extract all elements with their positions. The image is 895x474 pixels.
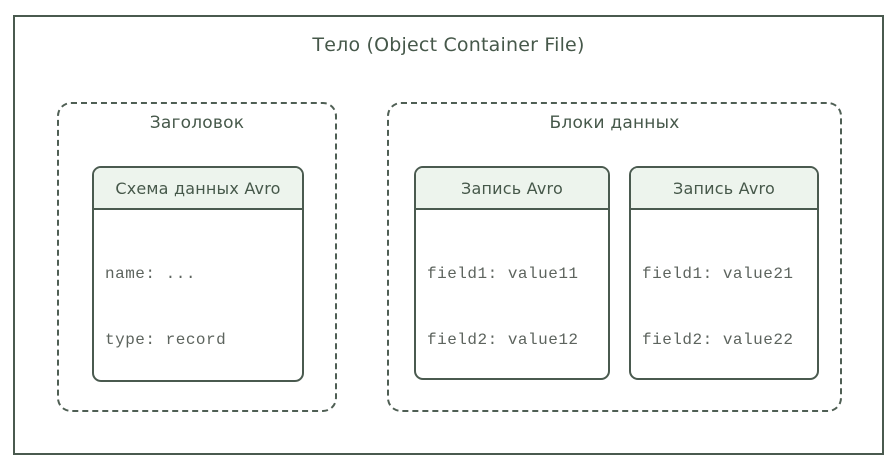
header-group-label: Заголовок [149, 113, 245, 133]
object-container-file-box: Тело (Object Container File) Заголовок С… [13, 15, 884, 455]
avro-record-card-2: Запись Avro field1: value21 field2: valu… [629, 166, 819, 380]
avro-record-card-1-body: field1: value11 field2: value12 ... [sys… [416, 210, 608, 378]
header-group-box: Заголовок Схема данных Avro name: ... ty… [57, 102, 337, 412]
avro-schema-card-body: name: ... type: record field1: datatype1… [94, 210, 302, 380]
avro-record-card-1: Запись Avro field1: value11 field2: valu… [414, 166, 610, 380]
avro-schema-card: Схема данных Avro name: ... type: record… [92, 166, 304, 382]
avro-record-card-1-title: Запись Avro [416, 168, 608, 210]
record-line: field1: value21 [642, 265, 794, 283]
data-blocks-group-box: Блоки данных Запись Avro field1: value11… [387, 102, 842, 412]
schema-line: type: record [105, 331, 227, 349]
record-line: field2: value12 [427, 331, 579, 349]
diagram-title: Тело (Object Container File) [312, 34, 585, 56]
avro-record-card-2-title: Запись Avro [631, 168, 817, 210]
record-line: field1: value11 [427, 265, 579, 283]
data-blocks-group-label: Блоки данных [549, 113, 680, 133]
avro-record-card-2-body: field1: value21 field2: value22 ... [sys… [631, 210, 817, 378]
avro-schema-card-title: Схема данных Avro [94, 168, 302, 210]
schema-line: name: ... [105, 265, 196, 283]
record-line: field2: value22 [642, 331, 794, 349]
